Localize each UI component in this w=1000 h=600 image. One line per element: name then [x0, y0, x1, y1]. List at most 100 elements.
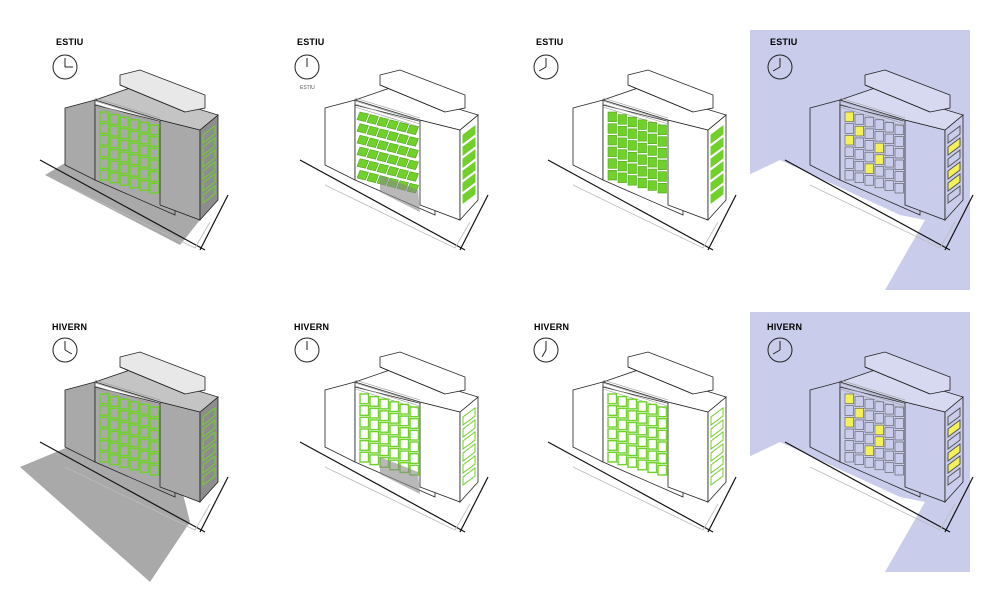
facade-louver: [399, 427, 410, 439]
ground-line: [707, 194, 737, 251]
facade-louver: [99, 146, 110, 158]
building-right-front: [419, 401, 461, 503]
side-louver: [710, 161, 724, 180]
side-louver: [462, 161, 476, 180]
facade-louver: [617, 430, 628, 442]
building-diagram: [750, 312, 974, 572]
facade-window: [844, 123, 854, 134]
roof-railing: [94, 382, 161, 404]
clock-icon: [533, 54, 559, 80]
building: [299, 351, 489, 533]
ground-outline: [64, 466, 211, 531]
lit-window: [844, 111, 854, 122]
facade-window: [874, 401, 884, 412]
side-louver: [202, 137, 216, 156]
side-louver: [710, 455, 724, 474]
side-louver: [202, 431, 216, 450]
facade-window: [894, 430, 904, 441]
facade-louver: [369, 419, 380, 431]
facade-louver: [647, 438, 658, 450]
facade-louver: [627, 445, 638, 457]
facade-window: [854, 160, 864, 172]
building-diagram: [750, 30, 974, 290]
facade-louver: [109, 172, 120, 184]
facade-louver: [119, 421, 130, 433]
facade-louver: [359, 416, 370, 428]
ground-outline: [324, 466, 471, 531]
side-louver: [202, 173, 216, 192]
side-louver: [202, 455, 216, 474]
facade-louver: [359, 393, 370, 405]
building-right-front: [904, 401, 946, 503]
facade-louver: [637, 447, 648, 459]
side-louver: [202, 161, 216, 180]
facade-louver: [129, 165, 140, 177]
facade-louver: [657, 464, 668, 476]
lit-window: [947, 419, 961, 438]
facade-window: [884, 427, 894, 438]
facade-louver: [149, 147, 160, 159]
building-right-front: [667, 119, 709, 221]
facade-window: [874, 448, 884, 459]
facade-window: [884, 450, 894, 462]
side-louver: [710, 443, 724, 462]
facade-window: [854, 419, 864, 430]
facade-louver: [627, 151, 637, 163]
facade-louver: [396, 133, 409, 145]
facade-louver: [409, 452, 420, 465]
facade-louver: [379, 445, 390, 457]
facade-window: [894, 418, 904, 429]
facade-louver: [369, 454, 380, 466]
building-left-block: [324, 99, 356, 181]
facade-louver: [356, 169, 369, 181]
ground-line: [39, 159, 206, 251]
facade-louver: [119, 128, 130, 140]
facade-louver: [129, 119, 140, 131]
season-label: HIVERN: [52, 322, 88, 332]
facade-window: [894, 171, 904, 182]
facade-louver: [359, 404, 370, 417]
facade-louver: [637, 401, 648, 413]
clock-icon: [52, 54, 78, 80]
ground-line: [299, 441, 466, 533]
facade-window: [884, 462, 894, 473]
facade-louver: [647, 133, 657, 145]
facade-louver: [617, 419, 628, 431]
facade-window: [884, 415, 894, 427]
facade-louver: [617, 114, 627, 125]
facade-louver: [99, 157, 110, 170]
side-louver: [462, 137, 476, 156]
facade-louver: [607, 428, 618, 440]
facade-louver: [109, 442, 120, 454]
facade-louver: [99, 439, 110, 452]
building-roof: [838, 87, 964, 131]
facade-louver: [607, 439, 618, 452]
side-louver: [462, 467, 476, 486]
facade-louver: [657, 441, 668, 453]
building-front-facade: [602, 386, 684, 498]
roof-railing: [354, 385, 421, 407]
facade-louver: [119, 139, 130, 151]
facade-louver: [607, 135, 617, 146]
roof-railing: [354, 103, 421, 125]
facade-louver: [617, 172, 627, 183]
building-front-facade: [94, 386, 176, 498]
facade-louver: [657, 124, 667, 135]
facade-louver: [149, 452, 160, 465]
side-louver: [202, 149, 216, 168]
facade-window: [864, 151, 874, 163]
roof-railing: [94, 385, 161, 407]
facade-louver: [139, 156, 150, 168]
facade-louver: [627, 128, 637, 139]
facade-louver: [119, 456, 130, 468]
building-roof: [353, 87, 479, 131]
facade-window: [844, 405, 854, 416]
facade-louver: [657, 183, 667, 194]
lit-window: [947, 173, 961, 192]
facade-louver: [607, 123, 617, 134]
facade-louver: [119, 151, 130, 163]
facade-louver: [657, 136, 667, 147]
facade-louver: [617, 149, 627, 160]
clock-face: [294, 337, 320, 363]
facade-louver: [99, 134, 110, 146]
